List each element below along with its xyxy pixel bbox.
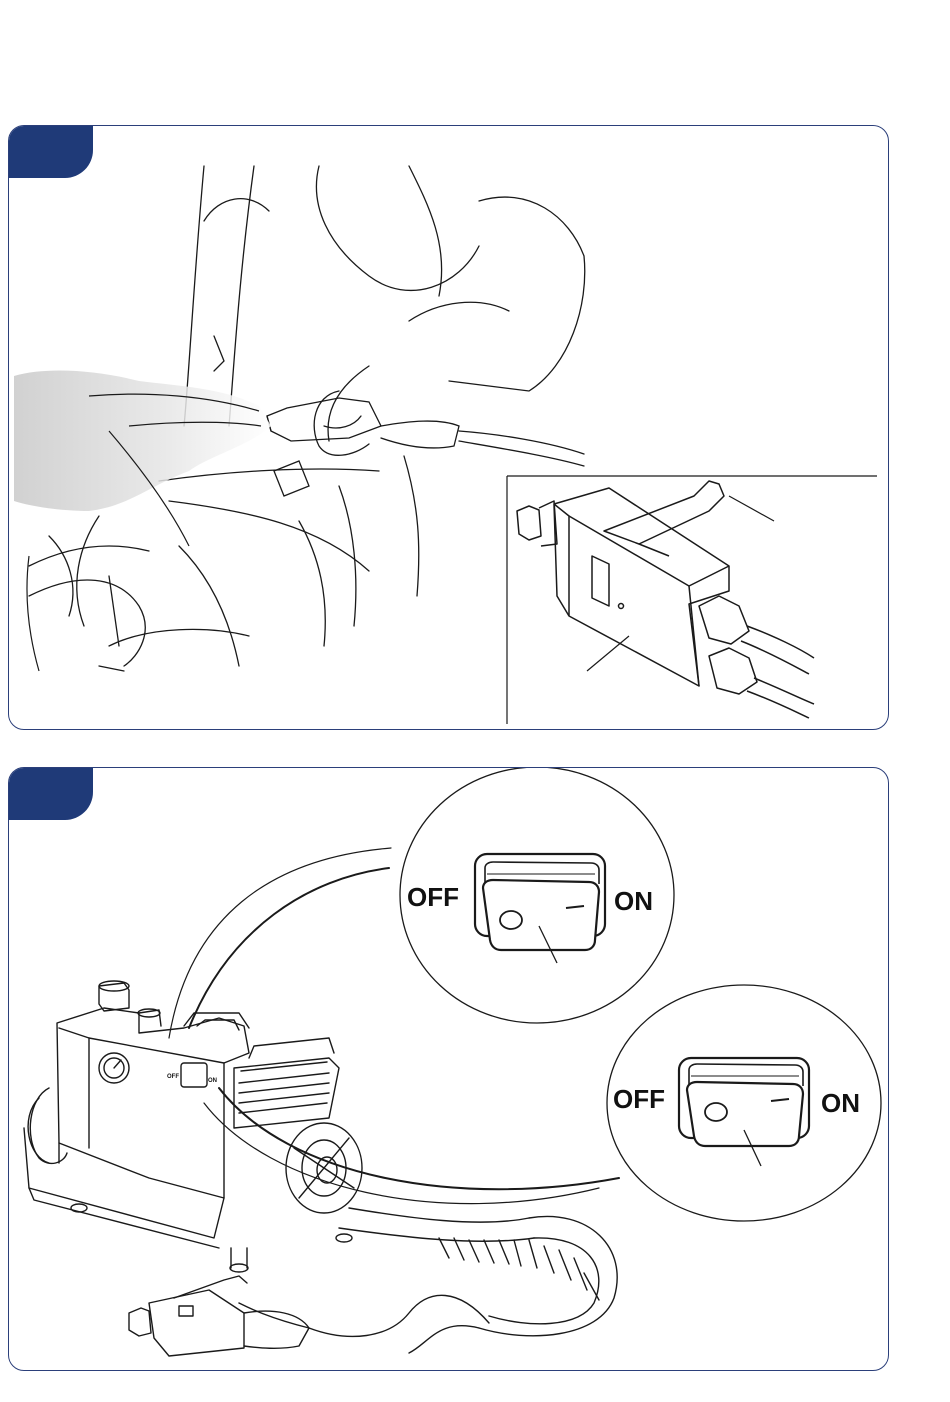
plug-body: [554, 488, 729, 686]
illustration-panel-2: OFF ON OFF ON OFF ON: [8, 767, 889, 1371]
cable-1: [459, 431, 584, 454]
plug-in-hand: [267, 398, 381, 441]
sleeve-right: [449, 197, 585, 391]
cable-gland-2: [709, 648, 757, 694]
switch-zoom-bottom: OFF ON: [607, 985, 881, 1221]
rocker-button: [483, 880, 599, 950]
cable-2: [459, 441, 584, 466]
compressor-illustration: OFF ON OFF ON OFF ON: [9, 768, 889, 1371]
cable-gland-1: [699, 596, 749, 644]
on-label-bottom: ON: [821, 1088, 860, 1118]
compressor-switch-on-label: ON: [208, 1078, 217, 1084]
socket: [274, 461, 309, 496]
off-label-top: OFF: [407, 882, 459, 912]
car-plug-tip: [129, 1308, 151, 1336]
top-knob: [99, 983, 129, 1011]
power-cord: [309, 1295, 489, 1336]
on-label-top: ON: [614, 886, 653, 916]
compressor-switch-off-label: OFF: [167, 1074, 179, 1080]
plug-led: [619, 604, 624, 609]
off-label-bottom: OFF: [613, 1084, 665, 1114]
plug-led-slot: [592, 556, 609, 606]
sleeve-upper: [316, 166, 479, 290]
illustration-panel-1: [8, 125, 889, 730]
base-frame: [24, 1128, 224, 1238]
plug-insertion-illustration: [9, 126, 889, 730]
switch-zoom-top: OFF ON: [400, 768, 674, 1023]
coiled-hose: [479, 1216, 617, 1335]
compressor-rocker-switch: [181, 1063, 207, 1087]
release-clip: [604, 481, 724, 544]
plug-detail-inset: [507, 476, 877, 724]
motion-blur-shape: [14, 371, 271, 511]
car-plug-body: [149, 1290, 244, 1356]
plug-tip: [517, 506, 541, 540]
